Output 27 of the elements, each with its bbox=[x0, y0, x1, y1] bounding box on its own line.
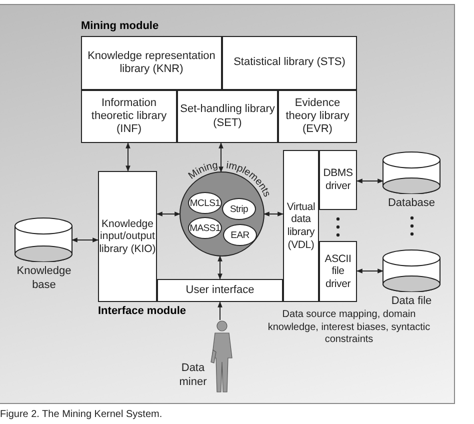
library-box: Knowledge representation library (KNR) bbox=[81, 36, 222, 90]
storage-label: Data file bbox=[390, 295, 433, 309]
library-box: Statistical library (STS) bbox=[222, 36, 357, 90]
library-box: Information theoretic library (INF) bbox=[81, 90, 177, 143]
arrow bbox=[156, 212, 181, 216]
storage-label: Database bbox=[386, 197, 436, 211]
module-heading: Interface module bbox=[98, 305, 186, 317]
arrow bbox=[218, 255, 222, 280]
library-box: Set-handling library (SET) bbox=[177, 90, 278, 143]
library-box: Evidence theory library (EVR) bbox=[278, 90, 357, 143]
arrow bbox=[263, 212, 284, 216]
storage-label: Knowledge base bbox=[16, 265, 72, 292]
arrow bbox=[71, 238, 99, 242]
person-caption: Data miner bbox=[178, 362, 208, 390]
library-box: Knowledge input/output library (KIO) bbox=[98, 171, 157, 302]
figure-caption: Figure 2. The Mining Kernel System. bbox=[0, 409, 162, 420]
arrow bbox=[218, 301, 222, 320]
arrow bbox=[218, 142, 224, 173]
library-box: Virtual data library (VDL) bbox=[283, 150, 319, 302]
arrow bbox=[356, 178, 384, 184]
arrow bbox=[356, 268, 384, 274]
library-box: User interface bbox=[157, 279, 283, 302]
library-box: ASCII file driver bbox=[319, 241, 357, 302]
arrow bbox=[126, 142, 130, 172]
edge-label: Data source mapping, domain knowledge, interest biases, syntactic constraints bbox=[266, 309, 432, 346]
library-box: DBMS driver bbox=[319, 150, 357, 210]
module-heading: Mining module bbox=[81, 20, 159, 32]
